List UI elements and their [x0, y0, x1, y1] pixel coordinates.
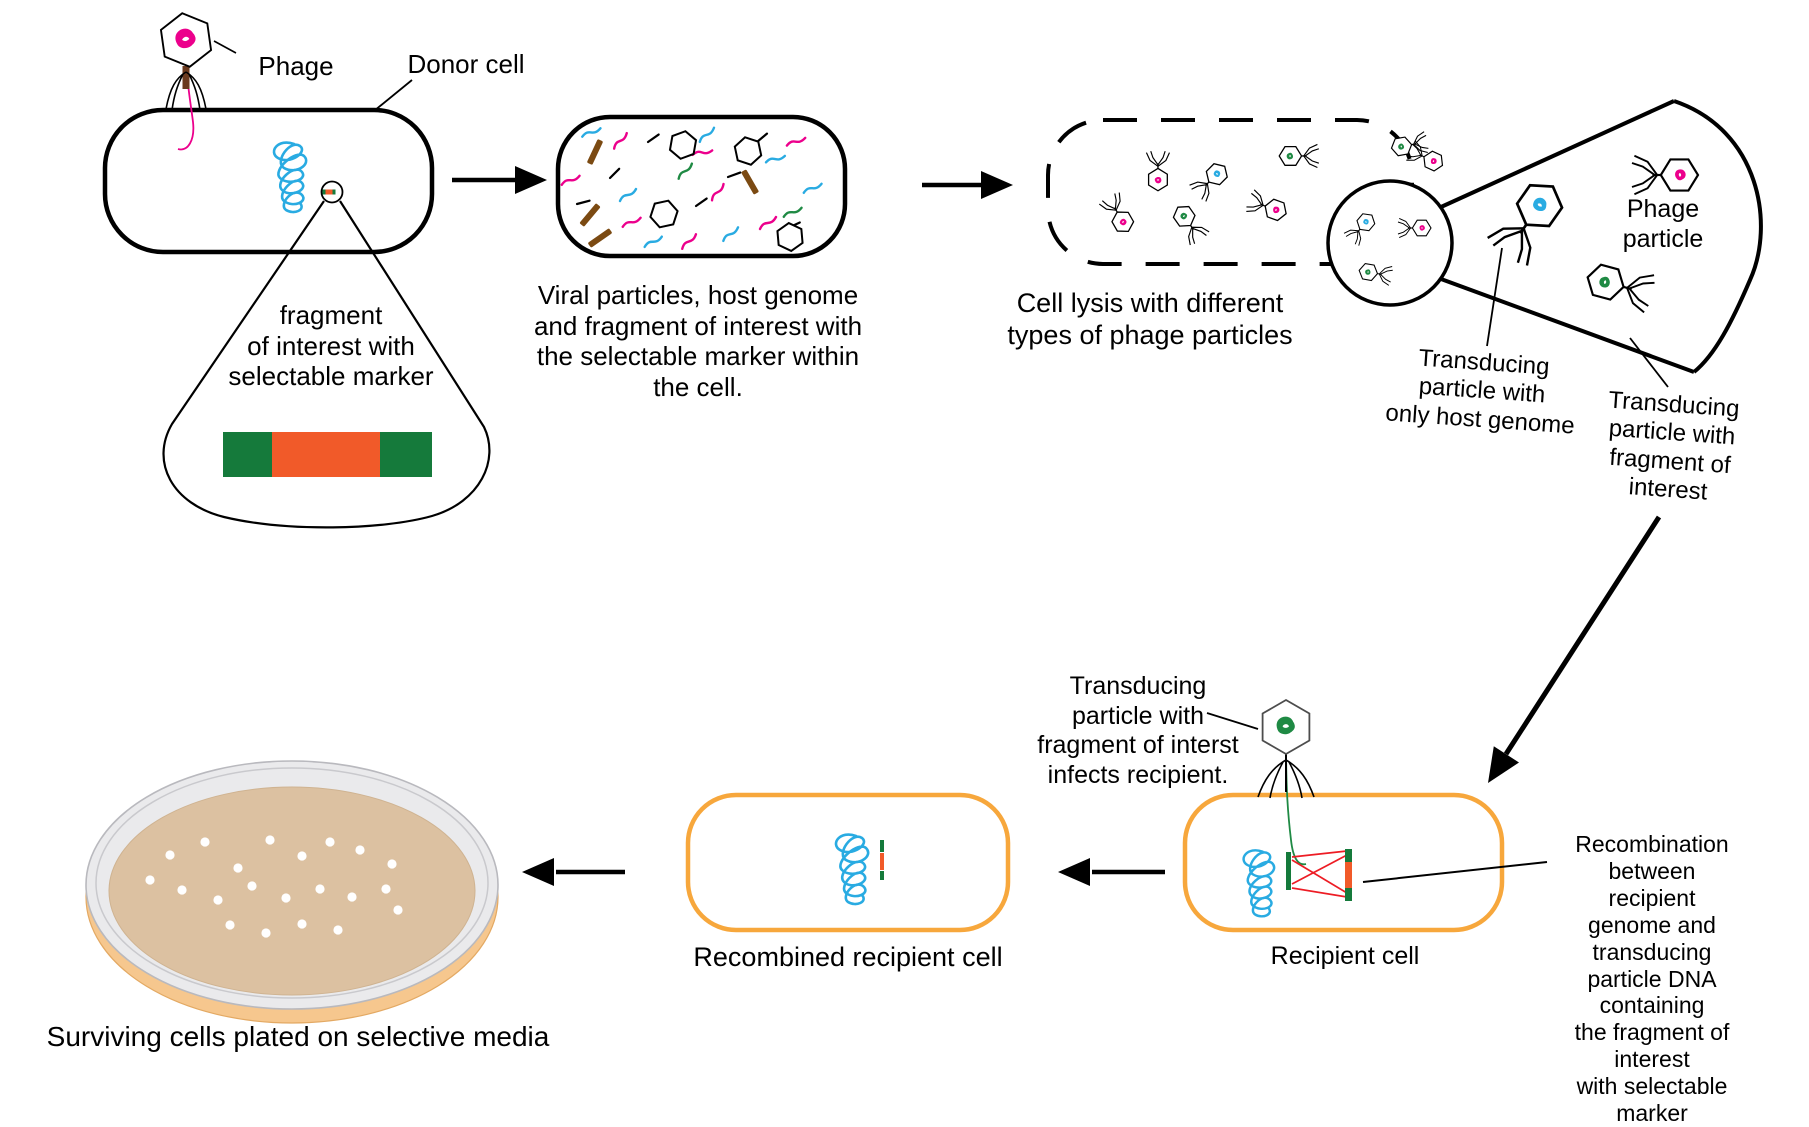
arrow-to-recipient: [1488, 515, 1662, 783]
transducing-dna-bar: [1345, 849, 1352, 901]
host-genome-pointer-line: [1486, 247, 1503, 347]
recipient-cell-group: [1182, 698, 1548, 933]
magnifier-circle-group: [1326, 179, 1454, 307]
arrow-recipient-to-recombined: [1058, 858, 1165, 886]
phage-label: Phage: [258, 51, 334, 81]
arrow-recombined-to-plate: [522, 858, 625, 886]
transducing-fragment-label: Transducing particle with fragment of in…: [1607, 386, 1741, 506]
recombination-cross-lines: [1291, 850, 1348, 898]
fragment-marker-bar: [223, 432, 432, 477]
fragment-pointer-line: [1629, 337, 1669, 388]
fragment-callout-label: fragment of interest with selectable mar…: [228, 300, 434, 392]
recombination-pointer-line: [1362, 861, 1548, 883]
magnified-cone-group: [1440, 99, 1763, 388]
recombination-label: Recombination between recipient genome a…: [1574, 831, 1730, 1127]
donor-cell-label: Donor cell: [407, 49, 525, 79]
donor-cell-pointer-line: [373, 79, 413, 112]
arrow-lysate-to-lysis: [922, 171, 1013, 199]
recombined-cell-outline: [685, 792, 1011, 933]
diagram-artwork: [85, 12, 1763, 1024]
recombined-cell-label: Recombined recipient cell: [693, 942, 1003, 972]
viral-particles-cell: [555, 114, 848, 259]
petri-dish-group: [85, 760, 499, 1024]
recipient-cell-outline: [1182, 792, 1505, 933]
phage-on-donor-icon: [159, 12, 213, 151]
infects-pointer-line: [1206, 712, 1259, 730]
transduction-diagram: Phage Donor cell fragment of interest wi…: [46, 12, 1763, 1126]
viral-particles-label: Viral particles, host genome and fragmen…: [533, 280, 863, 403]
recipient-cell-label: Recipient cell: [1270, 942, 1420, 970]
infecting-phage-icon: [1257, 698, 1315, 866]
transducing-fragment-phage-icon: [1583, 259, 1657, 313]
phage-pointer-line: [213, 40, 237, 54]
recombined-cell-group: [685, 792, 1011, 933]
donor-cell-group: [102, 12, 491, 529]
integrated-fragment-marks: [880, 840, 884, 880]
donor-cell-outline: [102, 107, 435, 255]
phage-particle-icon: [1632, 156, 1698, 194]
arrow-donor-to-lysate: [452, 166, 547, 194]
agar-surface: [108, 786, 476, 996]
phage-particle-label: Phage particle: [1622, 195, 1704, 253]
transducing-host-genome-label: Transducing particle with only host geno…: [1384, 344, 1576, 440]
transducing-host-genome-phage-icon: [1486, 173, 1573, 268]
cell-lysis-label: Cell lysis with different types of phage…: [1007, 288, 1293, 350]
surviving-cells-label: Surviving cells plated on selective medi…: [46, 1021, 550, 1052]
magnifier-callout: [162, 200, 491, 529]
transducing-infects-label: Transducing particle with fragment of in…: [1037, 672, 1239, 789]
